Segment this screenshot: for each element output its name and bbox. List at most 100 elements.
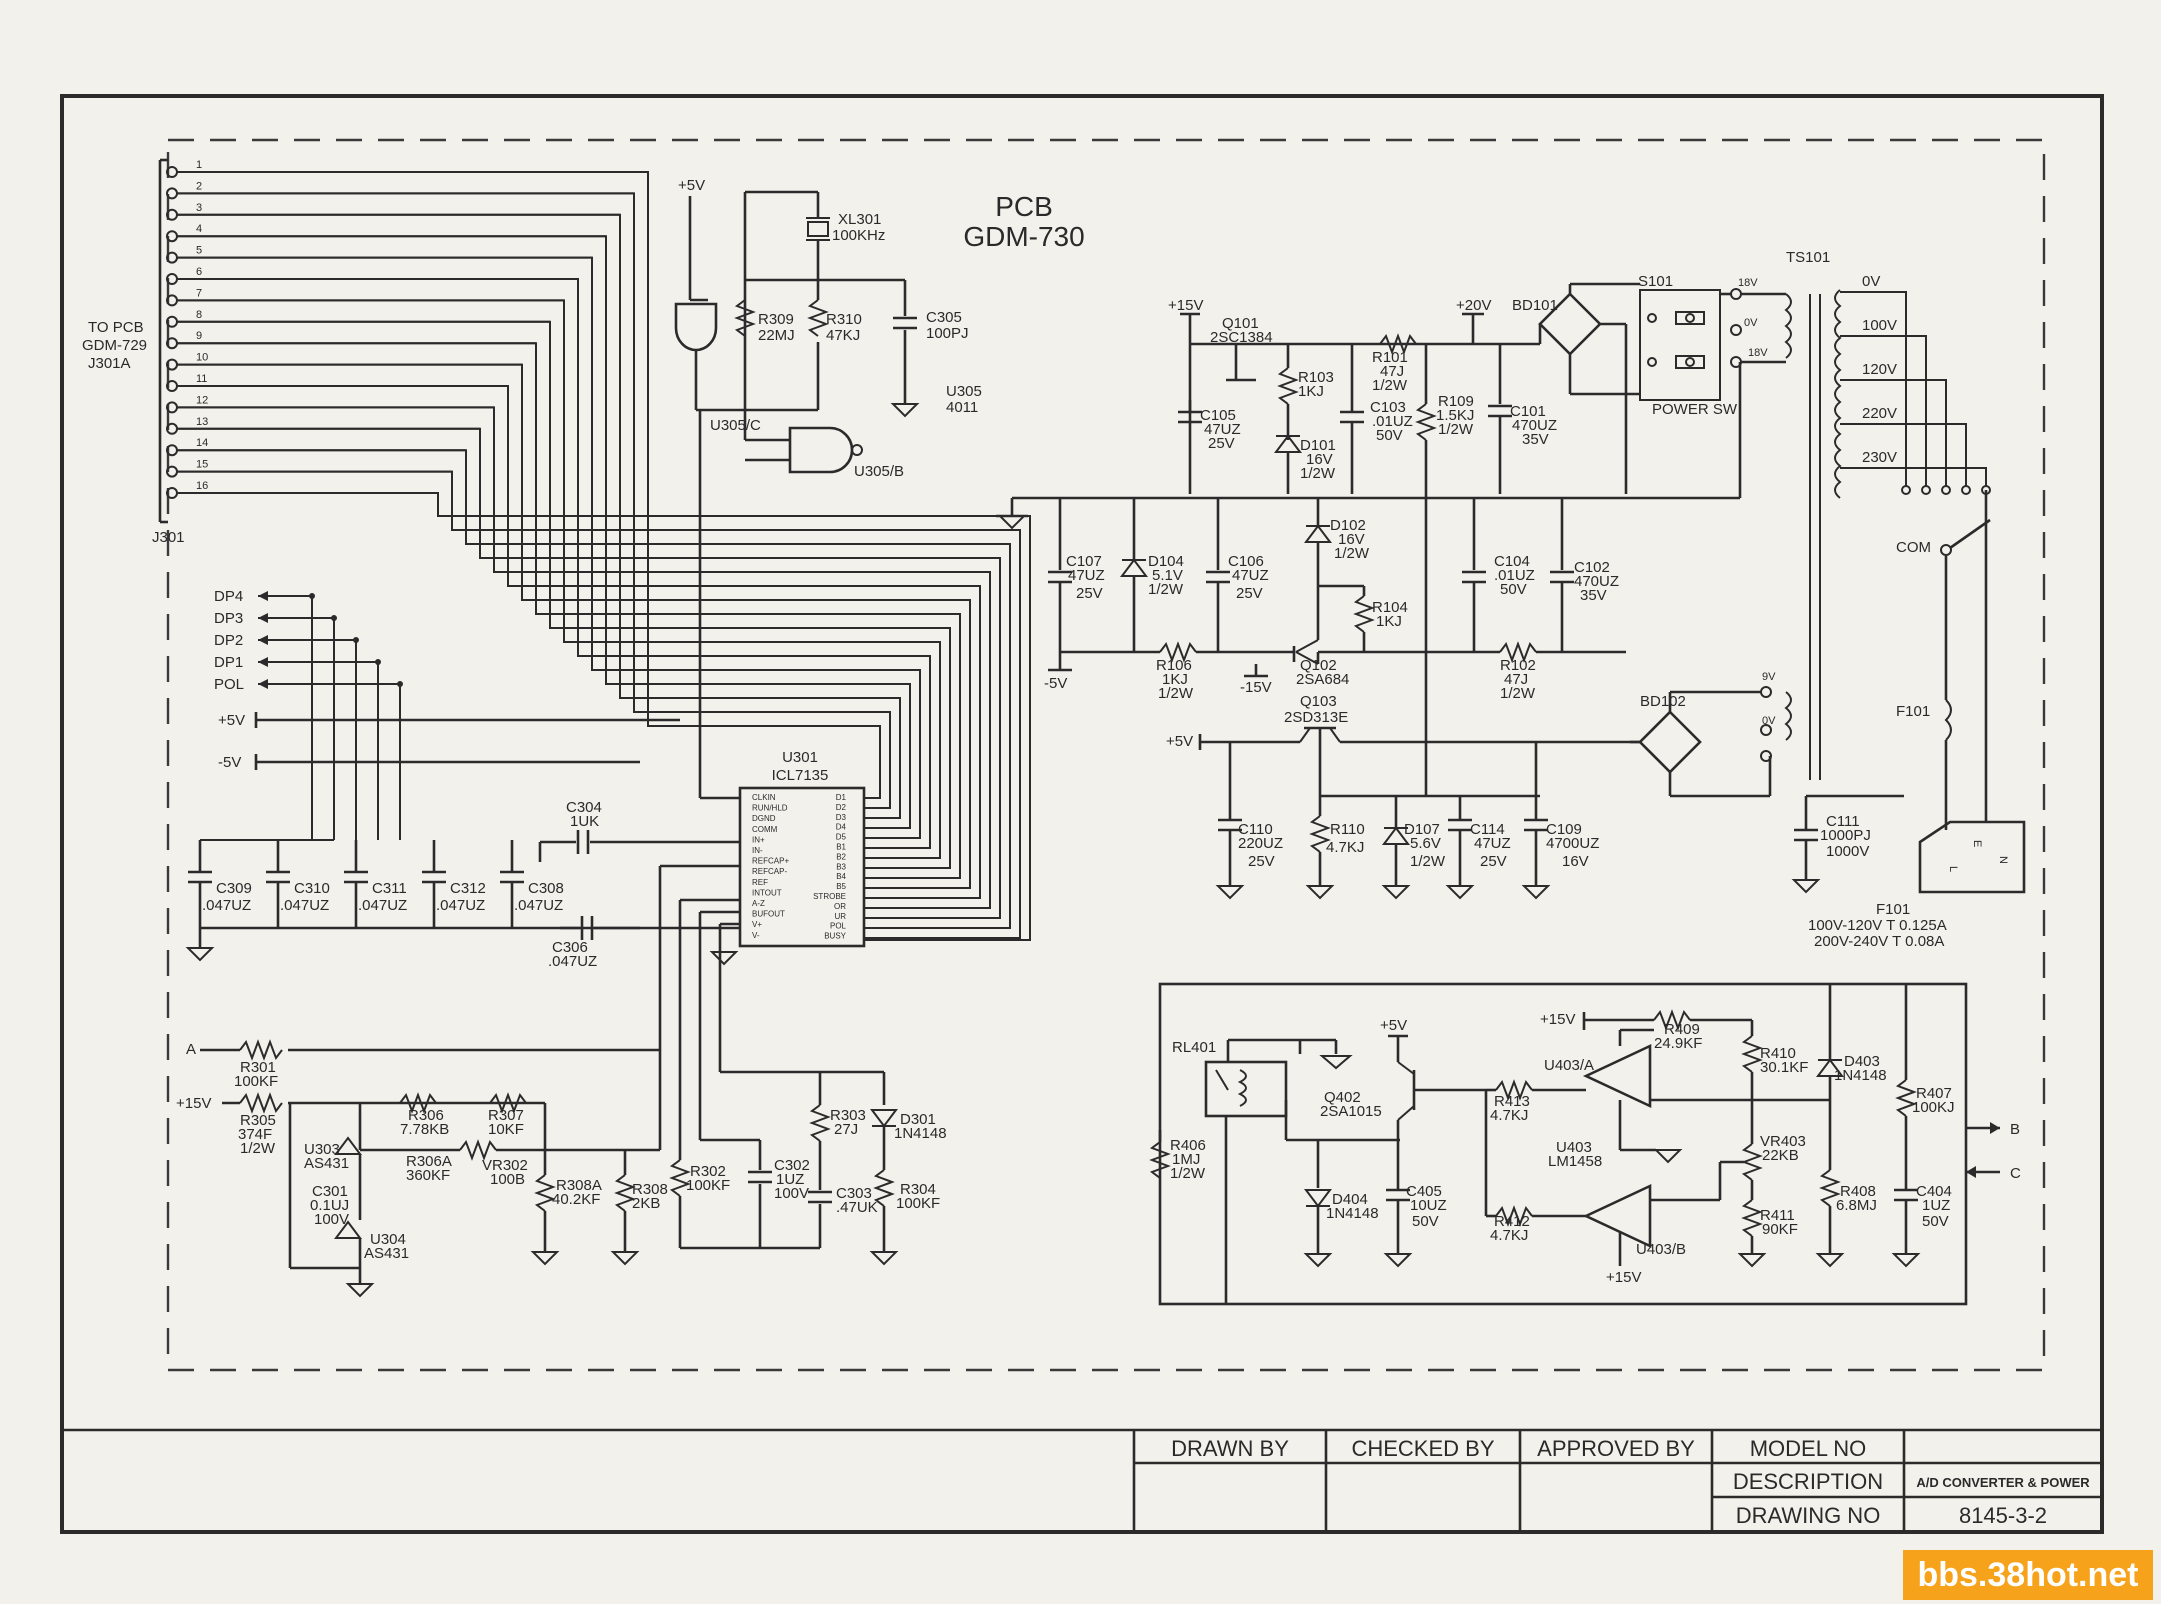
transformer-tap-label: 0V xyxy=(1862,273,1880,290)
approved-by-label: APPROVED BY xyxy=(1537,1436,1695,1461)
q101-ref: Q101 xyxy=(1222,315,1259,332)
description-label: DESCRIPTION xyxy=(1733,1469,1883,1494)
capacitor-c306: C306 .047UZ xyxy=(548,916,740,970)
sw-tap-18b: 18V xyxy=(1748,347,1768,359)
c103-voltage: 50V xyxy=(1376,427,1403,444)
cap-value: .047UZ xyxy=(436,897,485,914)
ground-c404 xyxy=(1891,1253,1921,1268)
r407-ref: R407 xyxy=(1916,1085,1952,1102)
u403b-label: U403/B xyxy=(1636,1241,1686,1258)
ic-part: ICL7135 xyxy=(772,767,829,784)
bus-wire xyxy=(177,256,921,839)
cap-ref: C308 xyxy=(528,880,564,897)
r306a-ref: R306A xyxy=(406,1153,452,1170)
d102-power: 1/2W xyxy=(1334,545,1370,562)
title-block: DRAWN BY CHECKED BY APPROVED BY MODEL NO… xyxy=(62,1428,2102,1532)
plus15-opamp-a: +15V xyxy=(1540,1011,1575,1028)
c114-voltage: 25V xyxy=(1480,853,1507,870)
transformer-tap-label: 220V xyxy=(1862,405,1897,422)
ground-d107 xyxy=(1381,885,1411,900)
resistor-r103 xyxy=(1277,367,1299,405)
u305c-label: U305/C xyxy=(710,417,761,434)
tap-terminal xyxy=(1901,485,1911,495)
vr302-potentiometer xyxy=(459,1139,497,1161)
r301-ref: R301 xyxy=(240,1059,276,1076)
c405-value: 10UZ xyxy=(1410,1197,1447,1214)
dp-input-arrow xyxy=(258,679,268,689)
c404-value: 1UZ xyxy=(1922,1197,1950,1214)
connector-ref: J301 xyxy=(152,529,185,546)
d104-ref: D104 xyxy=(1148,553,1184,570)
cap-value: .047UZ xyxy=(514,897,563,914)
plus5-q103: +5V xyxy=(1166,733,1193,750)
c405-voltage: 50V xyxy=(1412,1213,1439,1230)
nand-gate-u305c xyxy=(674,302,718,352)
ic-right-pin: D4 xyxy=(836,823,847,832)
bd101-ref: BD101 xyxy=(1512,297,1558,314)
r308-ref: R308 xyxy=(632,1181,668,1198)
bus-wire xyxy=(177,427,1001,919)
d404-value: 1N4148 xyxy=(1326,1205,1379,1222)
r411-value: 90KF xyxy=(1762,1221,1798,1238)
watermark: bbs.38hot.net xyxy=(1903,1550,2153,1600)
r408-ref: R408 xyxy=(1840,1183,1876,1200)
bd102-tap-9v: 9V xyxy=(1762,671,1776,683)
r102-power: 1/2W xyxy=(1500,685,1536,702)
transformer-tap-wire xyxy=(1840,291,1907,486)
r408-value: 6.8MJ xyxy=(1836,1197,1877,1214)
c111-ref: C111 xyxy=(1826,813,1860,830)
pcb-title-line1: PCB xyxy=(995,191,1053,222)
ic-left-pin: A-Z xyxy=(752,899,765,908)
q402-ref: Q402 xyxy=(1324,1089,1361,1106)
transformer-tap-wire xyxy=(1840,423,1967,486)
transformer-tap-label: 120V xyxy=(1862,361,1897,378)
crystal-xl301 xyxy=(807,221,829,237)
q402-part: 2SA1015 xyxy=(1320,1103,1382,1120)
u305-ref: U305 xyxy=(946,383,982,400)
connector-pin-number: 12 xyxy=(196,394,208,406)
c107-voltage: 25V xyxy=(1076,585,1103,602)
connector-to-1: TO PCB xyxy=(88,319,144,336)
connector-pin-number: 1 xyxy=(196,159,202,171)
resistor-r109 xyxy=(1415,403,1437,441)
plus5-oscillator: +5V xyxy=(678,177,705,194)
ic-left-pin: REF xyxy=(752,878,768,887)
c105-value: 47UZ xyxy=(1204,421,1241,438)
rail-inputs: +5V -5V xyxy=(218,712,680,771)
tap-terminal xyxy=(1921,485,1931,495)
r306-ref: R306 xyxy=(408,1107,444,1124)
ic-left-pin: IN+ xyxy=(752,835,765,844)
ground-c111 xyxy=(1791,879,1821,894)
d101-power: 1/2W xyxy=(1300,465,1336,482)
r310-value: 47KJ xyxy=(826,327,860,344)
resistor-r301 xyxy=(239,1039,283,1061)
dp-input-label: POL xyxy=(214,676,244,693)
u403-part: LM1458 xyxy=(1548,1153,1602,1170)
r307-ref: R307 xyxy=(488,1107,524,1124)
resistor-r409 xyxy=(1653,1009,1691,1031)
ic-left-pin: V+ xyxy=(752,920,762,929)
c101-voltage: 35V xyxy=(1522,431,1549,448)
vr403-potentiometer xyxy=(1741,1143,1763,1181)
d301-ref: D301 xyxy=(900,1111,936,1128)
u403-ref: U403 xyxy=(1556,1139,1592,1156)
c104-voltage: 50V xyxy=(1500,581,1527,598)
connector-to-3: J301A xyxy=(88,355,131,372)
ground-r110 xyxy=(1305,885,1335,900)
transformer-tap-label: 100V xyxy=(1862,317,1897,334)
r309-ref: R309 xyxy=(758,311,794,328)
sw-tap-0: 0V xyxy=(1744,317,1758,329)
c107-ref: C107 xyxy=(1066,553,1102,570)
vr302-value: 100B xyxy=(490,1171,525,1188)
checked-by-label: CHECKED BY xyxy=(1351,1436,1494,1461)
d404-ref: D404 xyxy=(1332,1191,1368,1208)
inlet-pin-e: E xyxy=(1971,840,1983,847)
r412-value: 4.7KJ xyxy=(1490,1227,1528,1244)
inlet-pin-n: N xyxy=(1997,856,2009,864)
d107-power: 1/2W xyxy=(1410,853,1446,870)
plus15-opamp-b: +15V xyxy=(1606,1269,1641,1286)
fuse-note-1: 100V-120V T 0.125A xyxy=(1808,917,1947,934)
plus15-ref: +15V xyxy=(176,1095,211,1112)
c111-voltage: 1000V xyxy=(1826,843,1869,860)
